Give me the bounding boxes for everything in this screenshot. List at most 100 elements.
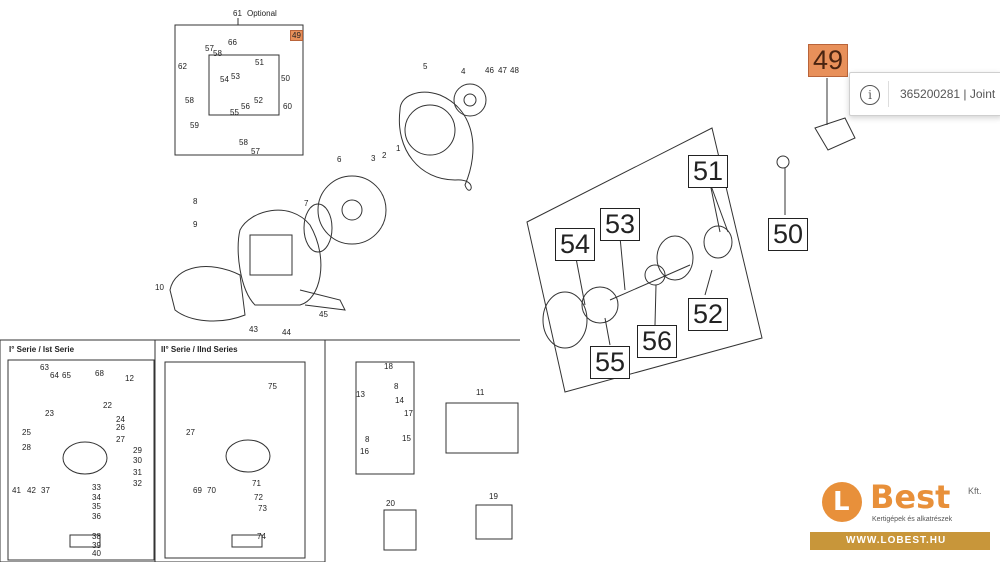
logo-suffix: Kft. [968, 486, 982, 496]
part-number-label[interactable]: 11 [476, 388, 485, 397]
optional-box-number: 61 [233, 9, 242, 18]
part-number-label[interactable]: 8 [193, 197, 198, 206]
optional-kit-box [174, 24, 304, 156]
part-number-label[interactable]: 10 [155, 283, 164, 292]
part-number-label[interactable]: 13 [356, 390, 365, 399]
part-number-label[interactable]: 63 [40, 363, 49, 372]
part-number-label[interactable]: 18 [384, 362, 393, 371]
part-number-label[interactable]: 24 [116, 415, 125, 424]
part-number-label[interactable]: 41 [12, 486, 21, 495]
part-number-label[interactable]: 31 [133, 468, 142, 477]
optional-box-label: Optional [247, 9, 277, 18]
part-number-label[interactable]: 45 [319, 310, 328, 319]
part-number-label[interactable]: 58 [185, 96, 194, 105]
series1-title: I° Serie / Ist Serie [9, 345, 75, 354]
callout-49-small[interactable]: 49 [290, 30, 303, 41]
part-number-label[interactable]: 2 [382, 151, 387, 160]
callout-51[interactable]: 51 [688, 155, 729, 188]
part-number-label[interactable]: 64 [50, 371, 59, 380]
part-number-label[interactable]: 54 [220, 75, 229, 84]
part-number-label[interactable]: 20 [386, 499, 395, 508]
logo-url[interactable]: WWW.LOBEST.HU [846, 535, 947, 546]
part-number-label[interactable]: 25 [22, 428, 31, 437]
part-number-label[interactable]: 65 [62, 371, 71, 380]
part-number-label[interactable]: 30 [133, 456, 142, 465]
part-number-label[interactable]: 74 [257, 532, 266, 541]
part-number-label[interactable]: 6 [337, 155, 342, 164]
part-number-label[interactable]: 12 [125, 374, 134, 383]
part-number-label[interactable]: 19 [489, 492, 498, 501]
part-number-label[interactable]: 58 [213, 49, 222, 58]
part-number-label[interactable]: 57 [205, 44, 214, 53]
callout-54[interactable]: 54 [555, 228, 596, 261]
part-number-label[interactable]: 70 [207, 486, 216, 495]
part-number-label[interactable]: 52 [254, 96, 263, 105]
part-number-label[interactable]: 71 [252, 479, 261, 488]
part-number-label[interactable]: 9 [193, 220, 198, 229]
callout-56[interactable]: 56 [637, 325, 678, 358]
part-number-label[interactable]: 8 [365, 435, 370, 444]
part-number-label[interactable]: 4 [461, 67, 466, 76]
part-number-label[interactable]: 66 [228, 38, 237, 47]
callout-52[interactable]: 52 [688, 298, 729, 331]
part-number-label[interactable]: 23 [45, 409, 54, 418]
callout-55[interactable]: 55 [590, 346, 631, 379]
part-number-label[interactable]: 15 [402, 434, 411, 443]
part-number-label[interactable]: 69 [193, 486, 202, 495]
logo-tagline: Kertigépek és alkatrészek [872, 516, 953, 523]
part-number-label[interactable]: 75 [268, 382, 277, 391]
part-number-label[interactable]: 44 [282, 328, 291, 337]
part-number-label[interactable]: 40 [92, 549, 101, 558]
part-number-label[interactable]: 50 [281, 74, 290, 83]
part-number-label[interactable]: 35 [92, 502, 101, 511]
part-number-label[interactable]: 37 [41, 486, 50, 495]
part-number-label[interactable]: 59 [190, 121, 199, 130]
part-number-label[interactable]: 57 [251, 147, 260, 156]
part-number-label[interactable]: 5 [423, 62, 428, 71]
part-number-label[interactable]: 28 [22, 443, 31, 452]
series2-title: II° Serie / IInd Series [161, 345, 238, 354]
part-tooltip: i 365200281 | Joint [849, 72, 1000, 116]
part-number-label[interactable]: 36 [92, 512, 101, 521]
part-number-label[interactable]: 32 [133, 479, 142, 488]
callout-49[interactable]: 49 [808, 44, 849, 77]
part-number-label[interactable]: 53 [231, 72, 240, 81]
part-number-label[interactable]: 34 [92, 493, 101, 502]
part-number-label[interactable]: 22 [103, 401, 112, 410]
part-number-label[interactable]: 33 [92, 483, 101, 492]
part-number-label[interactable]: 43 [249, 325, 258, 334]
part-number-label[interactable]: 56 [241, 102, 250, 111]
part-number-label[interactable]: 42 [27, 486, 36, 495]
part-number-label[interactable]: 72 [254, 493, 263, 502]
part-number-label[interactable]: 58 [239, 138, 248, 147]
part-number-label[interactable]: 29 [133, 446, 142, 455]
part-number-label[interactable]: 3 [371, 154, 376, 163]
part-number-label[interactable]: 48 [510, 66, 519, 75]
part-number-label[interactable]: 7 [304, 199, 309, 208]
part-number-label[interactable]: 73 [258, 504, 267, 513]
part-number-label[interactable]: 51 [255, 58, 264, 67]
callout-53[interactable]: 53 [600, 208, 641, 241]
callout-50[interactable]: 50 [768, 218, 809, 251]
part-number-label[interactable]: 47 [498, 66, 507, 75]
part-number-label[interactable]: 17 [404, 409, 413, 418]
part-number-label[interactable]: 27 [186, 428, 195, 437]
part-number-label[interactable]: 39 [92, 541, 101, 550]
part-number-label[interactable]: 55 [230, 108, 239, 117]
part-number-label[interactable]: 16 [360, 447, 369, 456]
part-number-label[interactable]: 62 [178, 62, 187, 71]
part-number-label[interactable]: 68 [95, 369, 104, 378]
part-number-label[interactable]: 26 [116, 423, 125, 432]
logo-brand: Best [870, 478, 951, 516]
part-number-label[interactable]: 14 [395, 396, 404, 405]
part-number-label[interactable]: 46 [485, 66, 494, 75]
part-number-label[interactable]: 1 [396, 144, 401, 153]
part-number-label[interactable]: 8 [394, 382, 399, 391]
part-number-label[interactable]: 38 [92, 532, 101, 541]
logo-l-letter: L [833, 487, 850, 517]
part-number-label[interactable]: 27 [116, 435, 125, 444]
logo-bar [810, 532, 990, 550]
part-number-label[interactable]: 60 [283, 102, 292, 111]
tooltip-text: 365200281 | Joint [900, 87, 996, 101]
info-icon: i [860, 85, 880, 105]
